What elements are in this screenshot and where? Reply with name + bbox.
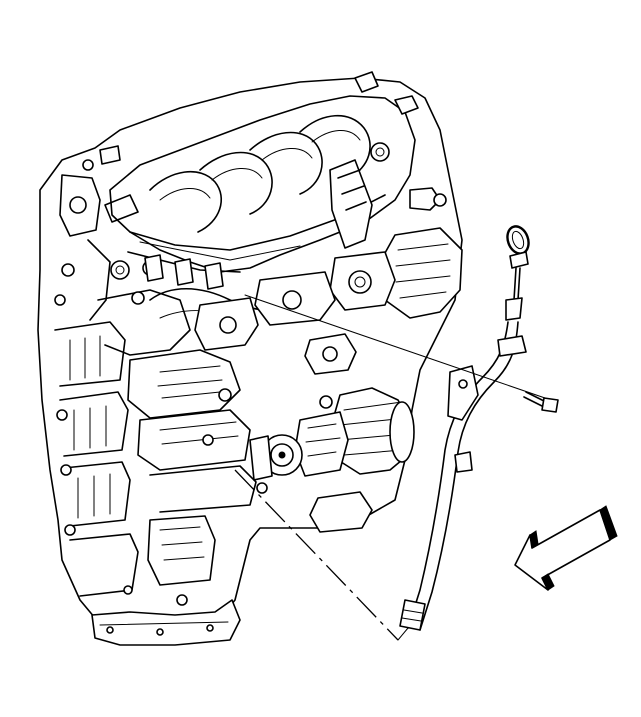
intake-manifold (82, 71, 447, 326)
oil-level-indicator-tube (399, 321, 519, 631)
leader-lines (234, 294, 546, 641)
tube-bracket (447, 335, 527, 473)
view-arrow (514, 505, 618, 591)
tube-bolt (523, 391, 559, 413)
starter-motor (249, 387, 415, 533)
cylinder-head-right (194, 227, 463, 375)
oil-pan (91, 599, 241, 646)
oil-level-indicator (505, 225, 530, 321)
